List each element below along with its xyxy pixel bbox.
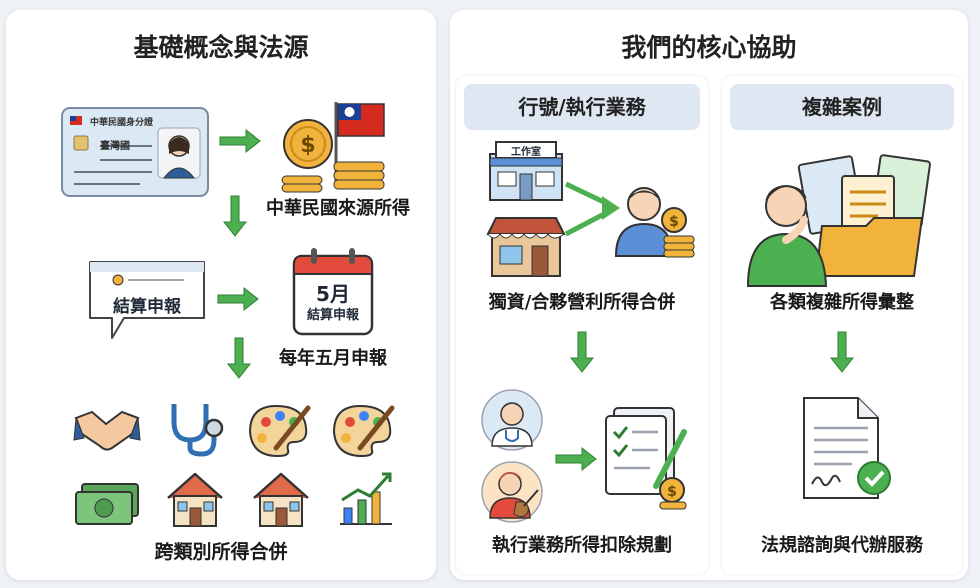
studio-shop-icon: 工作室 [486, 140, 566, 202]
signed-document-icon [803, 397, 891, 499]
may-filing-label: 每年五月申報 [279, 348, 387, 369]
id-card-header: 中華民國身分證 [90, 118, 154, 128]
svg-text:$: $ [667, 484, 677, 500]
right-panel: 我們的核心協助 行號/執行業務 工作室 [450, 10, 968, 580]
id-card-icon: 中華民國身分證 臺灣國 [60, 106, 210, 198]
deduction-label: 執行業務所得扣除規劃 [492, 535, 672, 556]
complex-column: 複雜案例 各類複雜所得彙整 [722, 76, 962, 574]
left-panel-title: 基礎概念與法源 [133, 33, 309, 62]
arrow-right-icon [555, 446, 597, 472]
worried-person-documents-icon [746, 154, 931, 287]
arrow-down-icon [226, 337, 252, 379]
business-column: 行號/執行業務 工作室 [456, 76, 708, 574]
studio-sign-text: 工作室 [511, 147, 541, 158]
arrow-down-icon [222, 195, 248, 237]
settlement-bubble-text: 結算申報 [113, 297, 181, 317]
svg-text:$: $ [300, 133, 315, 158]
house-icon [167, 472, 223, 527]
id-card-name: 臺灣國 [100, 141, 130, 152]
palette-icon [248, 404, 311, 458]
income-label: 中華民國來源所得 [266, 198, 410, 219]
combine-label: 跨類別所得合併 [154, 541, 288, 563]
business-header: 行號/執行業務 [464, 84, 700, 130]
coins-flag-icon: $ [278, 96, 398, 196]
complex-header: 複雜案例 [730, 84, 954, 130]
house-icon [253, 472, 309, 527]
store-icon [486, 217, 566, 277]
right-panel-title: 我們的核心協助 [621, 33, 797, 62]
calendar-text: 結算申報 [306, 308, 359, 323]
artist-avatar-icon [481, 461, 543, 523]
doctor-avatar-icon [481, 389, 543, 451]
arrow-right-icon [219, 128, 261, 154]
merge-arrows-icon [564, 181, 620, 237]
business-owner-icon: $ [614, 187, 695, 258]
growth-chart-icon [340, 472, 392, 525]
palette-icon [332, 404, 395, 458]
arrow-down-icon [829, 331, 855, 373]
checklist-document-icon: $ [605, 407, 687, 510]
calendar-icon: 5月 結算申報 [291, 246, 375, 338]
service-label: 法規諮詢與代辦服務 [761, 535, 923, 556]
handshake-icon [73, 410, 141, 451]
merge-income-label: 獨資/合夥營利所得合併 [488, 292, 676, 313]
svg-text:$: $ [669, 214, 679, 230]
arrow-down-icon [569, 331, 595, 373]
calendar-month: 5月 [316, 282, 350, 306]
left-panel: 基礎概念與法源 中華民國身分證 臺灣國 [6, 10, 436, 580]
settlement-bubble-icon: 結算申報 [84, 256, 210, 346]
complex-income-label: 各類複雜所得彙整 [770, 292, 914, 313]
arrow-right-icon [217, 286, 259, 312]
stethoscope-icon [171, 404, 224, 457]
cash-icon [75, 483, 139, 525]
